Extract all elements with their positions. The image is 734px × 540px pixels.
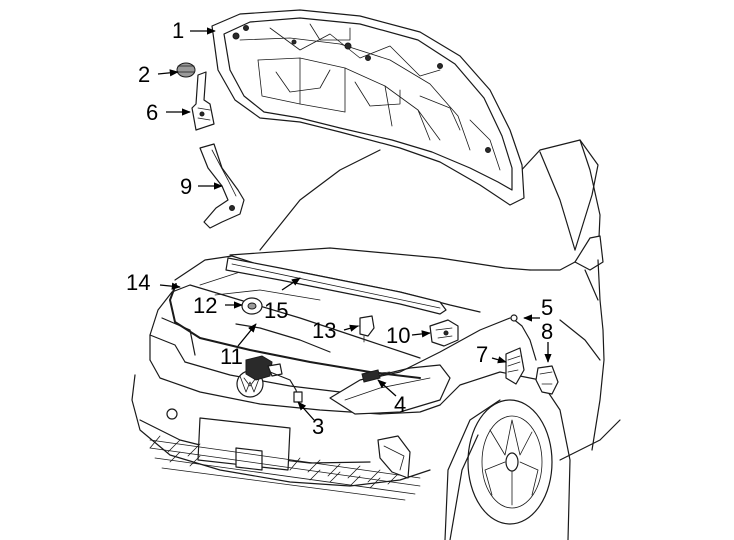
hood-seal-15 [225, 257, 447, 315]
callout-3: 3 [312, 414, 324, 439]
release-lever-8 [535, 365, 559, 395]
callout-11: 11 [220, 344, 243, 369]
callout-12: 12 [193, 293, 217, 318]
callout-5: 5 [541, 295, 553, 320]
hood-switch-13 [355, 315, 375, 343]
callout-leaders [157, 27, 552, 421]
callout-2: 2 [138, 62, 150, 87]
callout-7: 7 [476, 342, 488, 367]
callout-1: 1 [172, 18, 184, 43]
hood-stop-12 [241, 297, 263, 315]
release-handle-7 [505, 347, 525, 385]
callout-15: 15 [264, 298, 288, 323]
callout-6: 6 [146, 100, 158, 125]
callout-labels: 1 2 6 9 14 12 15 13 10 11 3 4 5 7 8 [126, 18, 553, 439]
callout-14: 14 [126, 270, 150, 295]
callout-10: 10 [386, 323, 410, 348]
callout-9: 9 [180, 174, 192, 199]
callout-8: 8 [541, 319, 553, 344]
callout-4: 4 [394, 392, 406, 417]
front-wheel [467, 399, 553, 525]
hood-bumper-2 [176, 62, 196, 78]
hood-lock-11 [245, 355, 283, 381]
hood-latch-10 [429, 319, 459, 347]
callout-13: 13 [312, 318, 336, 343]
hood-panel [211, 9, 525, 206]
hood-side-seal-14 [169, 283, 421, 379]
hood-hinge-6 [191, 71, 215, 131]
